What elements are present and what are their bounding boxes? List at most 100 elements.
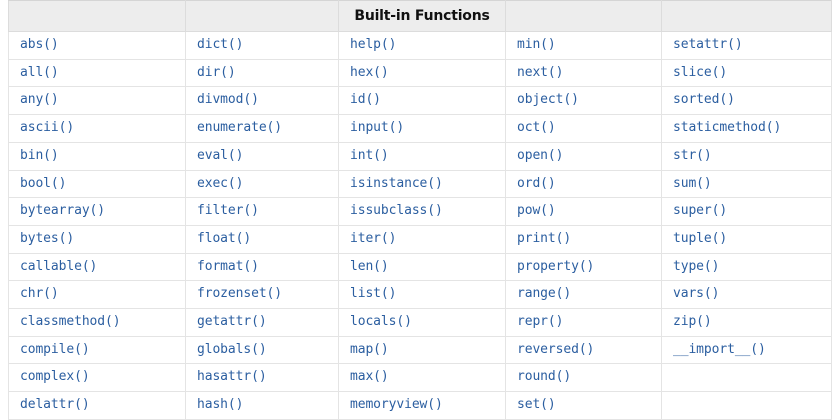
function-link[interactable]: iter() [350, 230, 397, 246]
function-link[interactable]: abs() [20, 37, 59, 52]
function-link[interactable]: all() [20, 64, 59, 80]
function-link[interactable]: getattr() [197, 314, 267, 330]
table-header-row: Built-in Functions [8, 0, 832, 32]
function-link[interactable]: map() [350, 341, 389, 357]
function-link[interactable]: len() [350, 258, 389, 274]
function-link[interactable]: dir() [197, 64, 236, 80]
function-link[interactable]: locals() [350, 314, 412, 330]
table-cell: round() [505, 363, 662, 393]
function-link[interactable]: type() [673, 258, 720, 274]
table-cell: iter() [338, 225, 506, 254]
function-link[interactable]: zip() [673, 314, 712, 330]
function-link[interactable]: max() [350, 369, 389, 385]
table-title: Built-in Functions [338, 0, 506, 32]
function-link[interactable]: ord() [517, 175, 556, 191]
function-link[interactable]: eval() [197, 147, 244, 163]
function-link[interactable]: setattr() [673, 37, 743, 52]
table-cell: __import__() [661, 336, 832, 365]
function-link[interactable]: exec() [197, 175, 244, 191]
function-link[interactable]: format() [197, 258, 259, 274]
function-link[interactable]: id() [350, 92, 381, 108]
function-link[interactable]: enumerate() [197, 120, 282, 136]
table-header: Built-in Functions [8, 0, 832, 32]
table-row: bytearray() filter() issubclass() pow() supe… [8, 197, 832, 226]
function-link[interactable]: bytearray() [20, 203, 105, 219]
table-cell: vars() [661, 280, 832, 310]
function-link[interactable]: str() [673, 147, 712, 163]
table-cell: getattr() [185, 308, 339, 337]
function-link[interactable]: slice() [673, 64, 728, 80]
table-row: callable() format() len() property() type() [8, 253, 832, 282]
function-link[interactable]: hasattr() [197, 369, 267, 385]
function-link[interactable]: range() [517, 286, 572, 302]
function-link[interactable]: list() [350, 286, 397, 302]
function-link[interactable]: object() [517, 92, 579, 108]
function-link[interactable]: globals() [197, 341, 267, 357]
table-cell: sorted() [661, 86, 832, 116]
function-link[interactable]: memoryview() [350, 397, 443, 413]
function-link[interactable]: staticmethod() [673, 120, 782, 136]
function-link[interactable]: bytes() [20, 230, 75, 246]
function-link[interactable]: divmod() [197, 92, 259, 108]
function-link[interactable]: callable() [20, 258, 98, 274]
function-link[interactable]: ascii() [20, 120, 75, 136]
function-link[interactable]: isinstance() [350, 175, 443, 191]
function-link[interactable]: compile() [20, 341, 90, 357]
table-row: compile() globals() map() reversed() __impor… [8, 336, 832, 365]
function-link[interactable]: any() [20, 92, 59, 108]
function-link[interactable]: float() [197, 230, 252, 246]
table-cell: property() [505, 253, 662, 282]
table-cell: tuple() [661, 225, 832, 254]
function-link[interactable]: round() [517, 369, 572, 385]
function-link[interactable]: issubclass() [350, 203, 443, 219]
table-cell: hex() [338, 59, 506, 88]
table-cell: next() [505, 59, 662, 88]
table-cell: eval() [185, 142, 339, 171]
function-link[interactable]: complex() [20, 369, 90, 385]
function-link[interactable]: print() [517, 230, 572, 246]
function-link[interactable]: repr() [517, 314, 564, 330]
function-link[interactable]: oct() [517, 120, 556, 136]
table-cell: hash() [185, 391, 339, 420]
table-cell: range() [505, 280, 662, 310]
function-link[interactable]: help() [350, 37, 397, 52]
function-link[interactable]: sorted() [673, 92, 735, 108]
function-link[interactable]: open() [517, 147, 564, 163]
function-link[interactable]: filter() [197, 203, 259, 219]
function-link[interactable]: input() [350, 120, 405, 136]
function-link[interactable]: bool() [20, 175, 67, 191]
function-link[interactable]: sum() [673, 175, 712, 191]
function-link[interactable]: hex() [350, 64, 389, 80]
function-link[interactable]: set() [517, 397, 556, 413]
table-cell: exec() [185, 170, 339, 199]
function-link[interactable]: property() [517, 258, 595, 274]
function-link[interactable]: __import__() [673, 341, 766, 357]
function-link[interactable]: hash() [197, 397, 244, 413]
function-link[interactable]: int() [350, 147, 389, 163]
function-link[interactable]: super() [673, 203, 728, 219]
table-cell: setattr() [661, 31, 832, 60]
table-cell: globals() [185, 336, 339, 365]
function-link[interactable]: frozenset() [197, 286, 282, 302]
function-link[interactable]: dict() [197, 37, 244, 52]
function-link[interactable]: delattr() [20, 397, 90, 413]
table-cell: int() [338, 142, 506, 171]
function-link[interactable]: classmethod() [20, 314, 121, 330]
table-cell: type() [661, 253, 832, 282]
table-cell: zip() [661, 308, 832, 337]
table-row: delattr() hash() memoryview() set() [8, 391, 832, 420]
function-link[interactable]: vars() [673, 286, 720, 302]
function-link[interactable]: reversed() [517, 341, 595, 357]
table-cell: map() [338, 336, 506, 365]
function-link[interactable]: tuple() [673, 230, 728, 246]
table-cell: dict() [185, 31, 339, 60]
table-cell: bytes() [8, 225, 186, 254]
table-cell: pow() [505, 197, 662, 226]
function-link[interactable]: chr() [20, 286, 59, 302]
function-link[interactable]: bin() [20, 147, 59, 163]
table-row: classmethod() getattr() locals() repr() zip(… [8, 308, 832, 337]
function-link[interactable]: next() [517, 64, 564, 80]
table-cell: frozenset() [185, 280, 339, 310]
function-link[interactable]: min() [517, 37, 556, 52]
function-link[interactable]: pow() [517, 203, 556, 219]
